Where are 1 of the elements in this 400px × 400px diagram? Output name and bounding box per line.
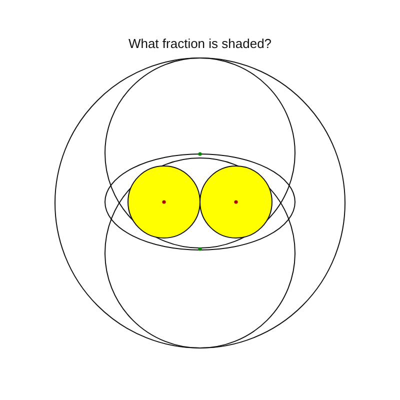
title: What fraction is shaded? — [127, 36, 273, 51]
